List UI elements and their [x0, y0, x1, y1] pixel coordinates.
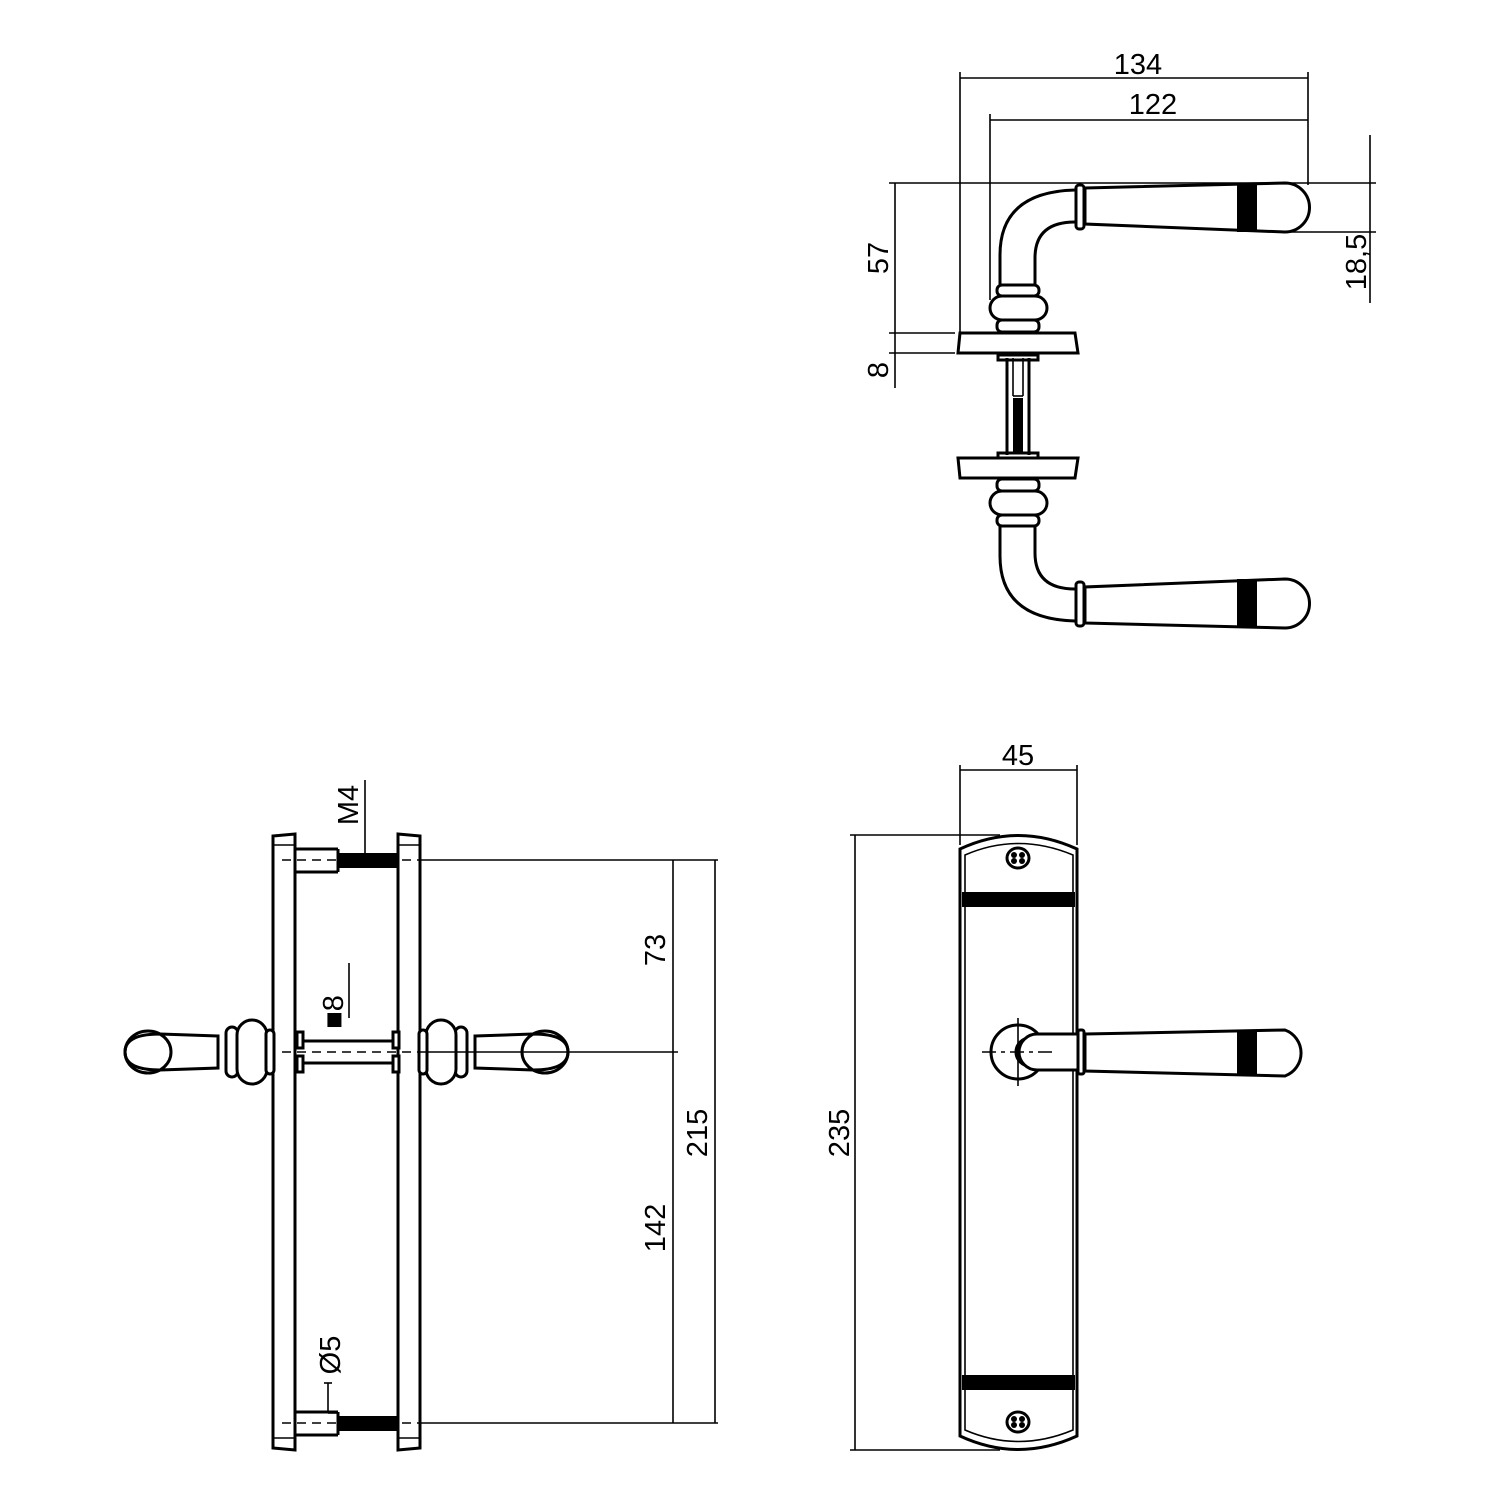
screw-head-top	[1005, 846, 1031, 870]
dimension-8: 8	[863, 333, 955, 388]
backplate-left	[271, 832, 297, 1452]
lever-front	[1083, 1028, 1303, 1078]
front-view: 45 235	[824, 740, 1303, 1451]
dimension-73-label: 73	[640, 934, 672, 966]
dimension-label: 122	[1129, 89, 1177, 121]
plate-height-label: 235	[824, 1109, 856, 1157]
lever-handle-upper	[956, 181, 1311, 355]
hole-diameter-label: Ø5	[315, 1336, 347, 1375]
dimension-18-5: 18,5	[1290, 135, 1376, 303]
dimension-label: 18,5	[1341, 234, 1373, 290]
dimension-label: 57	[863, 242, 895, 274]
screw-bottom	[296, 1410, 398, 1437]
screw-top	[296, 847, 398, 874]
screw-head-bottom	[1005, 1410, 1031, 1434]
backplate-right	[396, 832, 422, 1452]
dimension-142-label: 142	[640, 1204, 672, 1252]
side-view: 73 215 142 M4 ■8 Ø5	[123, 780, 718, 1452]
thread-size-label: M4	[333, 785, 365, 825]
lever-handle-lower	[956, 456, 1311, 630]
dimension-215-label: 215	[682, 1109, 714, 1157]
spindle-size-label: ■8	[318, 995, 350, 1029]
dimension-label: 134	[1114, 49, 1162, 81]
dimension-122: 122	[989, 89, 1308, 300]
backplate-front	[958, 834, 1079, 1451]
handle-side-left	[123, 1018, 276, 1086]
dimension-57: 57	[863, 182, 1376, 334]
dimension-134: 134	[959, 49, 1309, 335]
spindle	[996, 353, 1040, 460]
top-view: 134 122 57 8 18,5	[863, 49, 1376, 630]
plate-width-label: 45	[1002, 740, 1034, 772]
dimension-label: 8	[863, 362, 895, 378]
